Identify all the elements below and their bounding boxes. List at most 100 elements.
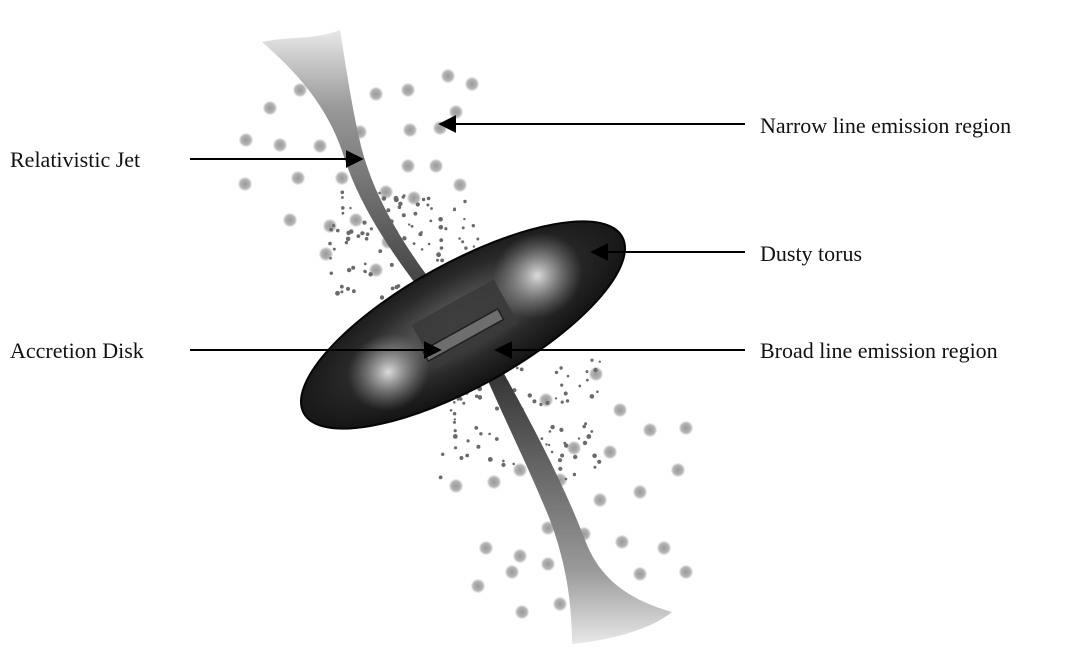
emission-cloud	[369, 87, 383, 101]
broad-line-dot	[436, 252, 441, 257]
broad-line-dot	[592, 454, 597, 459]
broad-line-dot	[378, 192, 381, 195]
broad-line-dot	[453, 401, 456, 404]
broad-line-dot	[398, 205, 402, 209]
broad-line-dot	[422, 198, 425, 201]
emission-cloud	[465, 77, 479, 91]
broad-line-dot	[590, 394, 595, 399]
broad-line-dot	[495, 407, 499, 411]
broad-line-dot	[454, 446, 457, 449]
emission-cloud	[487, 475, 501, 489]
broad-line-dot	[416, 202, 420, 206]
broad-line-dot	[439, 238, 443, 242]
broad-line-dot	[351, 266, 355, 270]
broad-line-dot	[362, 221, 366, 225]
emission-cloud	[403, 123, 417, 137]
broad-line-dot	[586, 434, 591, 439]
broad-line-dot	[597, 460, 601, 464]
emission-cloud	[643, 423, 657, 437]
broad-line-dot	[463, 200, 466, 203]
broad-line-dot	[453, 412, 456, 415]
broad-line-dot	[476, 238, 479, 241]
broad-line-dot	[363, 270, 366, 273]
broad-line-dot	[545, 401, 549, 405]
broad-line-dot	[454, 418, 456, 420]
broad-line-dot	[341, 196, 344, 199]
broad-line-dot	[567, 375, 570, 378]
broad-line-dot	[561, 401, 564, 404]
broad-line-dot	[340, 285, 344, 289]
broad-line-dot	[476, 445, 480, 449]
broad-line-dot	[382, 196, 387, 201]
emission-cloud	[313, 139, 327, 153]
emission-cloud	[283, 213, 297, 227]
broad-line-dot	[578, 385, 581, 388]
broad-line-dot	[408, 223, 410, 225]
emission-cloud	[273, 138, 287, 152]
broad-line-dot	[357, 234, 361, 238]
broad-line-dot	[590, 359, 593, 362]
broad-line-dot	[426, 204, 429, 207]
emission-cloud	[263, 101, 277, 115]
broad-line-dot	[427, 197, 431, 201]
broad-line-dot	[329, 257, 332, 260]
broad-line-dot	[555, 397, 557, 399]
broad-line-dot	[333, 248, 336, 251]
broad-line-dot	[453, 421, 456, 424]
broad-line-dot	[430, 207, 433, 210]
broad-line-dot	[402, 196, 405, 199]
broad-line-dot	[548, 444, 550, 446]
broad-line-dot	[462, 226, 465, 229]
emission-cloud	[615, 535, 629, 549]
broad-line-dot	[436, 259, 439, 262]
broad-line-dot	[461, 240, 464, 243]
broad-line-dot	[346, 287, 350, 291]
broad-line-dot	[564, 392, 568, 396]
broad-line-dot	[402, 213, 406, 217]
broad-line-dot	[450, 409, 453, 412]
broad-line-dot	[346, 237, 351, 242]
accretion-disk-label: Accretion Disk	[10, 338, 144, 363]
emission-cloud	[401, 83, 415, 97]
broad-line-dot	[441, 453, 444, 456]
broad-line-dot	[472, 224, 475, 227]
broad-line-dot	[512, 463, 515, 466]
narrow-line-emission-label: Narrow line emission region	[760, 113, 1011, 138]
dusty-torus-label: Dusty torus	[760, 241, 862, 266]
broad-line-dot	[559, 366, 562, 369]
broad-line-dot	[349, 207, 351, 209]
broad-line-dot	[558, 458, 562, 462]
broad-line-dot	[495, 437, 499, 441]
broad-line-dot	[336, 229, 340, 233]
broad-line-dot	[340, 290, 343, 293]
broad-line-dot	[593, 466, 596, 469]
broad-line-dot	[454, 429, 457, 432]
broad-line-dot	[413, 242, 416, 245]
broad-line-dot	[573, 455, 577, 459]
broad-line-dot	[599, 361, 601, 363]
broad-line-dot	[411, 225, 414, 228]
broad-line-dot	[488, 433, 491, 436]
broad-line-dot	[555, 371, 558, 374]
broad-line-dot	[345, 241, 348, 244]
broad-line-dot	[578, 437, 580, 439]
broad-line-dot	[362, 232, 364, 234]
broad-line-dot	[590, 430, 593, 433]
emission-cloud	[471, 579, 485, 593]
emission-cloud	[553, 597, 567, 611]
emission-cloud	[449, 479, 463, 493]
broad-line-dot	[565, 478, 568, 481]
broad-line-dot	[473, 245, 475, 247]
broad-line-dot	[420, 231, 423, 234]
emission-cloud	[633, 485, 647, 499]
broad-line-dot	[428, 243, 431, 246]
broad-line-dot	[402, 236, 406, 240]
broad-line-dot	[582, 425, 586, 429]
broad-line-dot	[463, 218, 465, 220]
emission-cloud	[238, 177, 252, 191]
broad-line-dot	[365, 237, 369, 241]
broad-line-dot	[586, 379, 589, 382]
broad-line-dot	[391, 287, 395, 291]
broad-line-dot	[347, 268, 351, 272]
